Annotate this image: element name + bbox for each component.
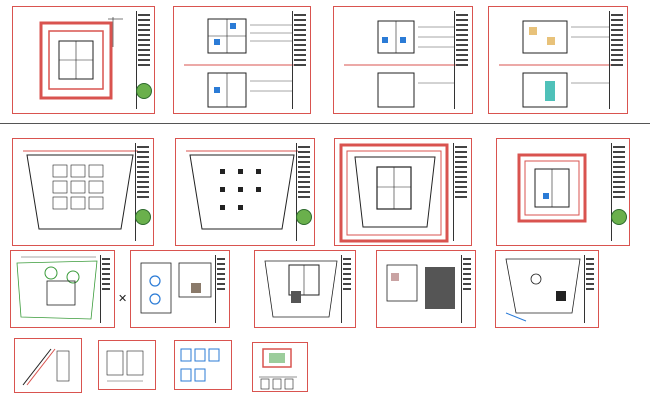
- sheet-wall-section[interactable]: [252, 342, 308, 392]
- column-grid-drawing: [23, 150, 138, 230]
- sheet-site-section[interactable]: [495, 250, 599, 328]
- title-block: [136, 11, 151, 109]
- floor-plan-elevation-drawing: [184, 18, 294, 108]
- ground-floor-plan-drawing: [339, 143, 449, 243]
- sheet-elevation-details[interactable]: [333, 6, 473, 114]
- service-layout-drawing: [499, 20, 614, 108]
- seal-icon: [296, 209, 312, 225]
- sheet-column-grid-plan[interactable]: [12, 138, 154, 246]
- title-block: [584, 255, 595, 323]
- sheet-service-layout[interactable]: [488, 6, 628, 114]
- sheet-staircase-detail[interactable]: [14, 338, 82, 393]
- section-divider: [0, 123, 650, 124]
- site-layout-drawing: [39, 17, 123, 100]
- seal-icon: [136, 83, 152, 99]
- seal-icon: [611, 209, 627, 225]
- sheet-roof-plan[interactable]: [496, 138, 630, 246]
- wall-section-drawing: [259, 348, 297, 390]
- terrace-plan-drawing: [386, 264, 455, 309]
- title-block: [461, 255, 472, 323]
- furniture-layout-drawing: [140, 262, 212, 314]
- sheet-first-floor-plan[interactable]: [254, 250, 356, 328]
- roof-plan-drawing: [517, 153, 587, 223]
- first-floor-plan-drawing: [264, 260, 338, 318]
- sheet-furniture-layout[interactable]: [130, 250, 230, 328]
- title-block: [292, 11, 307, 109]
- title-block: [215, 255, 226, 323]
- title-block: [453, 143, 468, 241]
- title-block: [454, 11, 469, 109]
- site-section-drawing: [505, 258, 581, 322]
- elevation-details-drawing: [344, 20, 459, 108]
- foundation-plan-drawing: [186, 150, 298, 230]
- title-block: [100, 255, 111, 323]
- landscape-plan-drawing: [16, 256, 98, 320]
- title-block: [341, 255, 352, 323]
- sheet-toilet-detail[interactable]: [174, 340, 232, 390]
- sheet-terrace-plan[interactable]: [376, 250, 476, 328]
- sheet-door-window-detail[interactable]: [98, 340, 156, 390]
- door-window-detail-drawing: [106, 350, 144, 382]
- title-block: [296, 143, 311, 241]
- sheet-floor-plan-elevation[interactable]: [173, 6, 311, 114]
- toilet-detail-drawing: [180, 348, 220, 382]
- title-block: [609, 11, 624, 109]
- sheet-site-layout[interactable]: [12, 6, 155, 114]
- sheet-ground-floor-plan[interactable]: [334, 138, 472, 246]
- sheet-foundation-plan[interactable]: [175, 138, 315, 246]
- title-block: [611, 143, 626, 241]
- title-block: [135, 143, 150, 241]
- sheet-landscape-plan[interactable]: [10, 250, 115, 328]
- staircase-detail-drawing: [22, 348, 70, 386]
- seal-icon: [135, 209, 151, 225]
- cross-icon: ✕: [118, 292, 128, 305]
